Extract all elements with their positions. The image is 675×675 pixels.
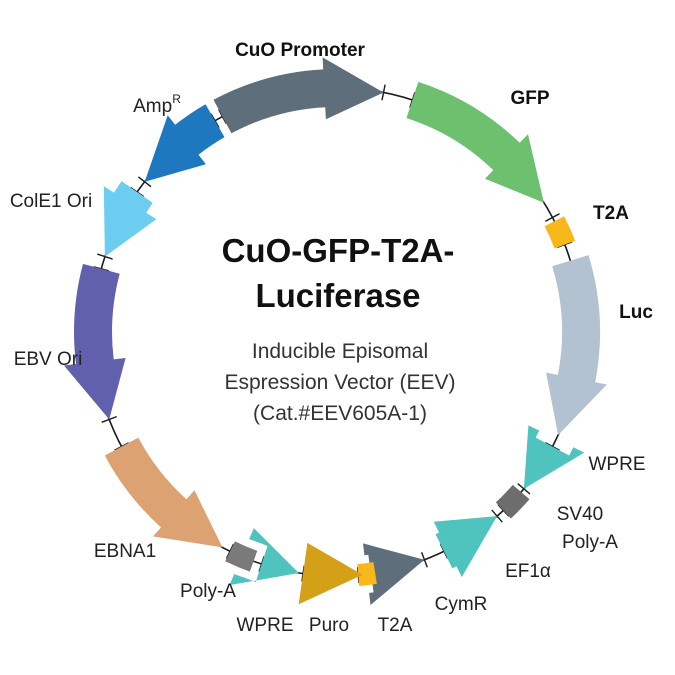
label-ebna1: EBNA1 xyxy=(94,541,156,562)
feature-puro xyxy=(298,542,363,605)
feature-cole1-ori xyxy=(103,181,157,257)
feature-cuo-promoter xyxy=(213,57,384,134)
feature-cymr xyxy=(363,543,425,605)
boundary-tick-3 xyxy=(545,213,560,222)
label-cuo-promoter: CuO Promoter xyxy=(235,40,365,61)
feature-ebna1 xyxy=(104,437,223,548)
feature-gfp xyxy=(406,81,544,203)
label-ampr-text: Amp xyxy=(133,96,172,117)
map-title-line1: CuO-GFP-T2A- xyxy=(222,232,455,269)
label-t2a-top: T2A xyxy=(593,203,629,224)
feature-ef1a xyxy=(433,516,498,577)
label-gfp: GFP xyxy=(510,88,549,109)
feature-wpre-right xyxy=(523,425,585,489)
boundary-tick-16 xyxy=(101,415,117,423)
feature-wpre-bottom xyxy=(229,528,299,586)
label-ampr-sup: R xyxy=(172,92,181,106)
subtitle-line2: Espression Vector (EEV) xyxy=(224,371,455,394)
boundary-tick-1 xyxy=(381,84,386,101)
subtitle-line1: Inducible Episomal xyxy=(252,340,428,363)
label-wpre-bottom: WPRE xyxy=(237,615,294,636)
subtitle-line3: (Cat.#EEV605A-1) xyxy=(253,402,427,425)
label-luc: Luc xyxy=(619,302,653,323)
boundary-tick-10 xyxy=(420,552,428,568)
feature-polya xyxy=(225,541,258,572)
feature-t2a-top xyxy=(544,216,576,249)
label-ef1a: EF1α xyxy=(505,561,551,582)
label-puro: Puro xyxy=(309,615,349,636)
label-cole1-ori: ColE1 Ori xyxy=(10,191,92,212)
label-cymr: CymR xyxy=(435,594,488,615)
feature-ampr xyxy=(144,104,225,182)
boundary-tick-14 xyxy=(225,543,235,559)
feature-layer xyxy=(64,57,607,605)
label-wpre-right: WPRE xyxy=(589,454,646,475)
label-sv40-line1: SV40 xyxy=(557,504,603,525)
feature-t2a-bottom xyxy=(357,562,377,586)
label-ampr: AmpR xyxy=(133,92,181,117)
map-title-line2: Luciferase xyxy=(255,277,420,314)
label-t2a-bottom: T2A xyxy=(378,615,413,636)
feature-ebv-ori xyxy=(64,263,126,420)
boundary-tick-18 xyxy=(97,253,113,260)
boundary-tick-20 xyxy=(137,176,152,188)
boundary-tick-6 xyxy=(517,483,531,495)
label-polya: Poly-A xyxy=(180,581,236,602)
label-ebv-ori: EBV Ori xyxy=(14,349,83,370)
feature-luc xyxy=(546,255,607,436)
label-sv40-line2: Poly-A xyxy=(562,532,618,553)
feature-sv40-polya xyxy=(495,484,530,519)
